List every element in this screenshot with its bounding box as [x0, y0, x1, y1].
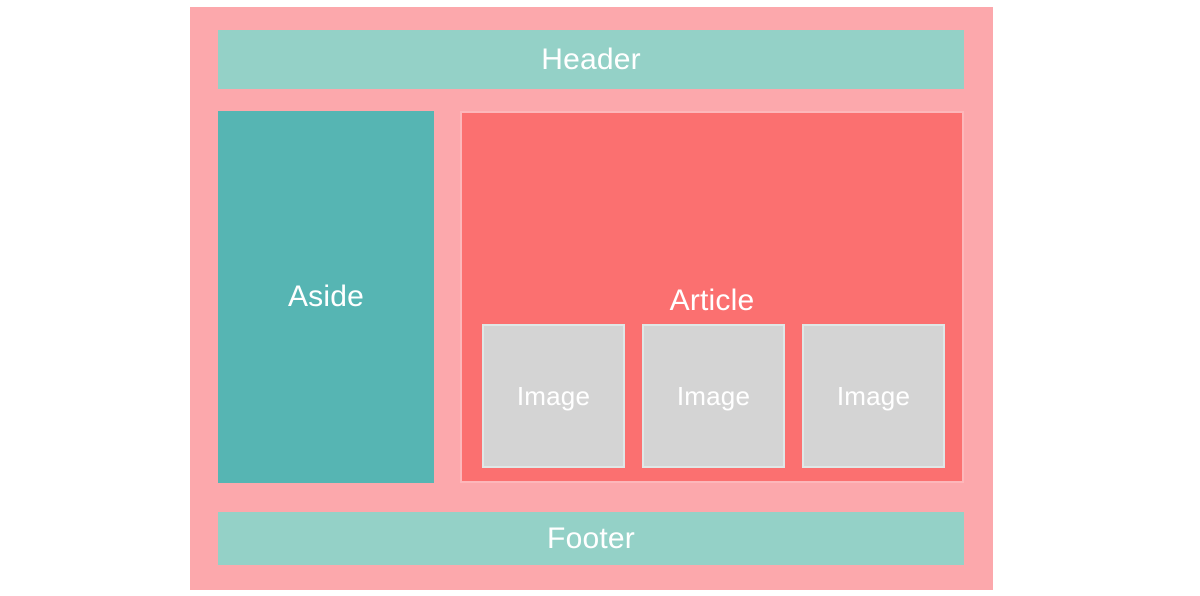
footer-region[interactable]: Footer [218, 512, 964, 565]
article-region[interactable]: Article Image Image Image [460, 111, 964, 483]
image-label-3: Image [836, 381, 911, 411]
article-image-row: Image Image Image [482, 324, 945, 468]
image-placeholder-2[interactable]: Image [642, 324, 785, 468]
main-content-row: Aside Article Image Image Image [218, 111, 964, 483]
footer-label: Footer [547, 521, 635, 555]
image-label-1: Image [516, 381, 591, 411]
article-label: Article [669, 284, 755, 317]
header-region[interactable]: Header [218, 30, 964, 89]
image-label-2: Image [676, 381, 751, 411]
image-placeholder-1[interactable]: Image [482, 324, 625, 468]
image-placeholder-3[interactable]: Image [802, 324, 945, 468]
aside-region[interactable]: Aside [218, 111, 434, 483]
aside-label: Aside [287, 280, 365, 313]
page-body-region: Header Aside Article Image Image Image [190, 7, 993, 590]
header-label: Header [541, 42, 641, 76]
